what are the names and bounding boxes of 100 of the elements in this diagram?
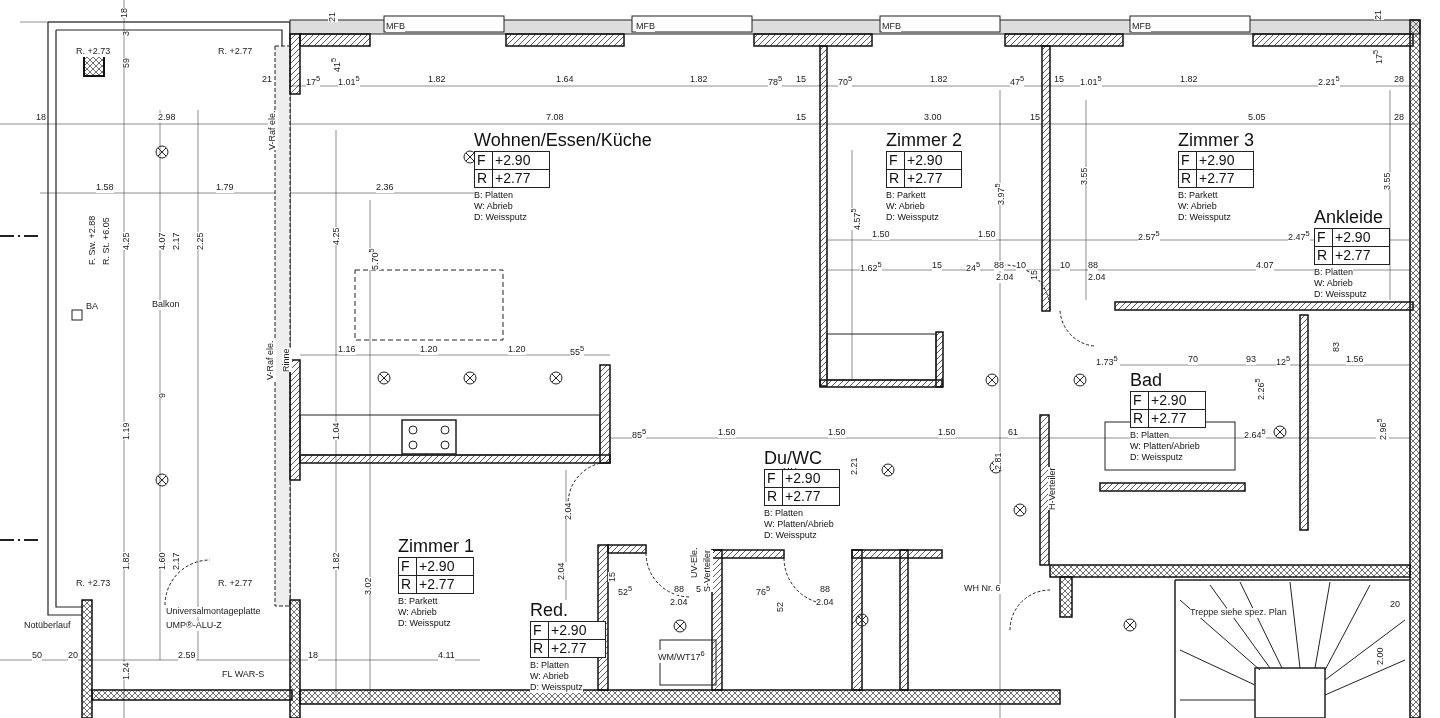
finish-note: B: Platten xyxy=(1314,267,1354,278)
plan-label: 15 xyxy=(796,113,806,123)
plan-label: 1.82 xyxy=(332,552,342,570)
plan-label: 2.21 xyxy=(850,457,860,475)
plan-label: 2.21$^{5}$ xyxy=(1318,75,1340,88)
finish-note: W: Abrieb xyxy=(398,607,437,618)
plan-label: 88 xyxy=(820,585,830,595)
plan-label: 4.11 xyxy=(438,651,455,661)
plan-label: Treppe siehe spez. Plan xyxy=(1190,608,1287,618)
plan-label: 2.04 xyxy=(670,598,688,608)
plan-label: 47$^{5}$ xyxy=(1010,75,1025,88)
finish-note: B: Parkett xyxy=(398,596,438,607)
plan-label: 7.08 xyxy=(546,113,564,123)
plan-label: V-Raf ele. xyxy=(268,110,278,150)
room-height-table: F +2.90 R +2.77 xyxy=(764,469,840,506)
plan-label: 12$^{5}$ xyxy=(1276,355,1291,368)
plan-label: UV-Ele. xyxy=(690,547,700,578)
plan-label: 18 xyxy=(36,113,46,123)
finish-note: W: Abrieb xyxy=(1178,201,1217,212)
plan-label: 15 xyxy=(1030,113,1040,123)
plan-label: 1.19 xyxy=(122,422,132,440)
plan-label: 4.07 xyxy=(158,232,168,250)
finish-note: B: Parkett xyxy=(1178,190,1218,201)
plan-label: 2.04 xyxy=(557,562,567,580)
room-height-table: F +2.90 R +2.77 xyxy=(398,557,474,594)
plan-label: 1.62$^{5}$ xyxy=(860,261,882,274)
plan-label: 88 xyxy=(674,585,684,595)
plan-label: 1.60 xyxy=(158,552,168,570)
plan-label: 2.81 xyxy=(994,452,1004,470)
plan-label: 1.50 xyxy=(938,428,956,438)
plan-label: R. St. +6.05 xyxy=(102,217,112,265)
plan-label: 15 xyxy=(932,261,942,271)
plan-label: 10 xyxy=(1060,261,1070,271)
plan-label: 18 xyxy=(120,8,130,18)
plan-label: 21 xyxy=(1374,10,1384,20)
plan-label: 2.59 xyxy=(178,651,196,661)
plan-label: 1.01$^{5}$ xyxy=(338,75,360,88)
plan-label: BA xyxy=(86,302,98,312)
plan-label: 1.50 xyxy=(718,428,736,438)
plan-label: 21 xyxy=(328,12,338,22)
plan-label: 2.04 xyxy=(816,598,834,608)
plan-label: 1.82 xyxy=(1180,75,1198,85)
finish-note: W: Platten/Abrieb xyxy=(1130,441,1200,452)
plan-label: 70$^{5}$ xyxy=(838,75,853,88)
plan-label: 4.07 xyxy=(1256,261,1274,271)
finish-note: W: Abrieb xyxy=(530,671,569,682)
plan-label: R. +2.73 xyxy=(76,47,111,57)
plan-label: 3.02 xyxy=(364,577,374,595)
finish-note: W: Platten/Abrieb xyxy=(764,519,834,530)
finish-note: D: Weissputz xyxy=(886,212,939,223)
plan-label: 15 xyxy=(1054,75,1064,85)
room-height-table: F +2.90 R +2.77 xyxy=(530,621,606,658)
finish-note: B: Platten xyxy=(764,508,804,519)
plan-label: 88 xyxy=(994,261,1004,271)
finish-note: D: Weissputz xyxy=(530,682,583,693)
plan-label: 21 xyxy=(262,75,272,85)
plan-label: 1.16 xyxy=(338,345,356,355)
plan-label: 15 xyxy=(608,572,618,582)
plan-label: 15 xyxy=(796,75,806,85)
plan-label: 2.36 xyxy=(376,183,394,193)
plan-label: 4.25 xyxy=(122,232,132,250)
plan-label: 28 xyxy=(1394,113,1404,123)
plan-label: H-Verteiler xyxy=(1048,467,1058,510)
plan-label: 1.56 xyxy=(1346,355,1364,365)
plan-label: 2.04 xyxy=(1088,273,1106,283)
plan-label: 9 xyxy=(158,393,168,398)
plan-label: 50 xyxy=(32,651,42,661)
plan-label: 2.47$^{5}$ xyxy=(1288,230,1310,243)
plan-label: 1.82 xyxy=(428,75,446,85)
plan-label: V-Raf ele. xyxy=(266,340,276,380)
plan-label: FL WAR-S xyxy=(222,670,265,680)
plan-label: 15 xyxy=(1030,270,1040,280)
plan-label: 1.20 xyxy=(508,345,526,355)
plan-label: F. Sw. +2.88 xyxy=(88,215,98,265)
plan-label: 10 xyxy=(1016,261,1026,271)
plan-label: MFB xyxy=(882,22,901,32)
plan-label: 59 xyxy=(122,58,132,68)
plan-label: 1.50 xyxy=(828,428,846,438)
plan-label: Rinne xyxy=(282,348,292,372)
plan-label: 2.25 xyxy=(196,232,206,250)
plan-label: 1.24 xyxy=(122,662,132,680)
finish-note: B: Platten xyxy=(474,190,514,201)
plan-label: 1.50 xyxy=(978,230,996,240)
finish-note: D: Weissputz xyxy=(474,212,527,223)
plan-label: R. +2.77 xyxy=(218,47,253,57)
finish-note: D: Weissputz xyxy=(1130,452,1183,463)
plan-label: 3.55 xyxy=(1080,167,1090,185)
plan-label: 52$^{5}$ xyxy=(618,585,633,598)
plan-label: 88 xyxy=(1088,261,1098,271)
plan-label: MFB xyxy=(636,22,655,32)
plan-label: 2.17 xyxy=(172,232,182,250)
plan-label: R. +2.73 xyxy=(76,579,111,589)
plan-label: 2.04 xyxy=(564,502,574,520)
finish-note: D: Weissputz xyxy=(764,530,817,541)
plan-label: 1.04 xyxy=(332,422,342,440)
plan-label: 1.79 xyxy=(216,183,234,193)
room-height-table: F +2.90 R +2.77 xyxy=(1178,151,1254,188)
plan-label: 1.01$^{5}$ xyxy=(1080,75,1102,88)
finish-note: D: Weissputz xyxy=(398,618,451,629)
plan-label: 1.58 xyxy=(96,183,114,193)
